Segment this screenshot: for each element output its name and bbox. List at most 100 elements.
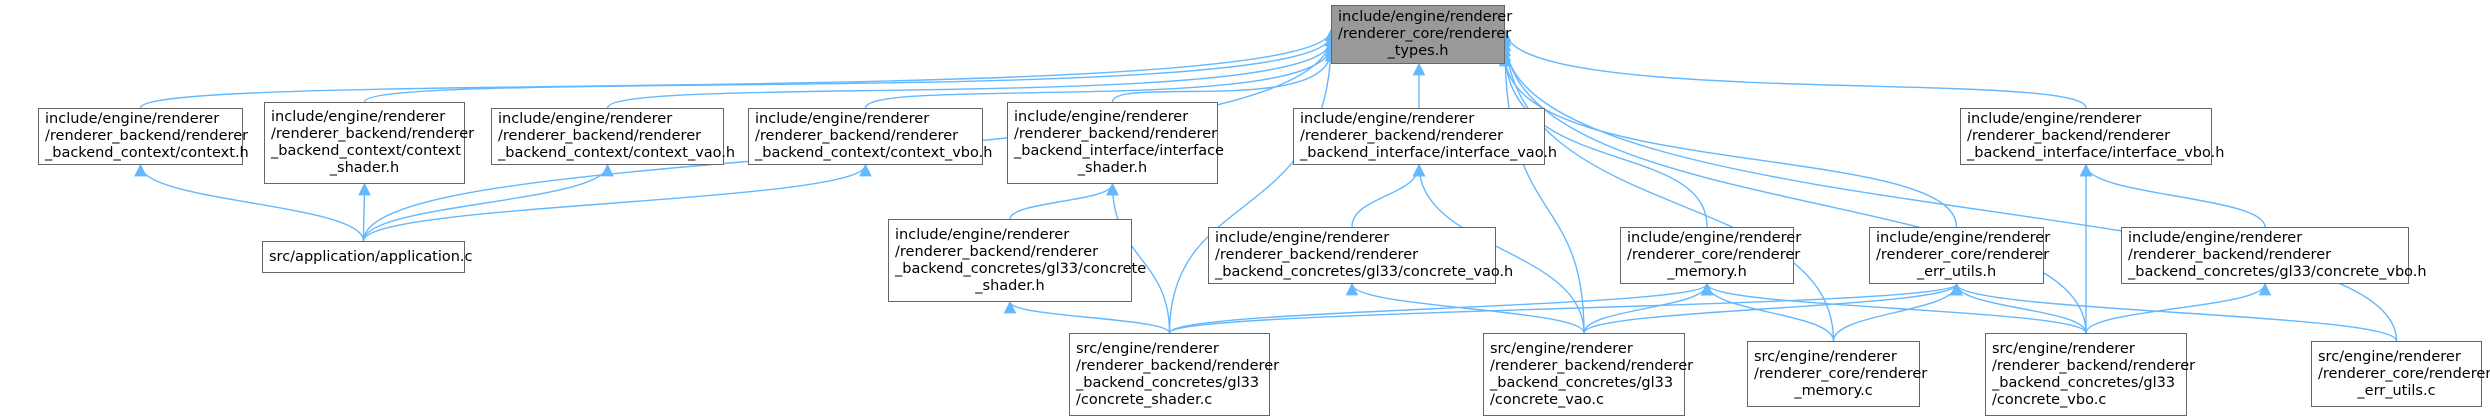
- node-label-line: /renderer_backend/renderer: [1076, 357, 1280, 374]
- node-label-line: /renderer_backend/renderer: [1490, 357, 1694, 374]
- node-label-line: /renderer_backend/renderer: [895, 243, 1099, 260]
- dependency-edge: [1700, 282, 2087, 334]
- node-label-line: /renderer_backend/renderer: [271, 126, 475, 142]
- node-label-line: _shader.h: [975, 277, 1045, 294]
- node-interface-vbo-h[interactable]: include/engine/renderer/renderer_backend…: [1960, 108, 2225, 165]
- node-label-line: include/engine/renderer: [1300, 111, 1475, 127]
- node-label-line: src/engine/renderer: [1490, 340, 1633, 357]
- node-err-utils-c[interactable]: src/engine/renderer/renderer_core/render…: [2311, 341, 2490, 407]
- dependency-edge: [1168, 282, 1963, 334]
- node-label-line: include/engine/renderer: [1215, 230, 1390, 246]
- node-label-line: include/engine/renderer: [1014, 109, 1189, 125]
- dependency-edge: [362, 163, 872, 242]
- node-label-line: _backend_concretes/gl33/concrete: [895, 260, 1147, 277]
- node-label-line: /renderer_core/renderer: [1754, 365, 1928, 382]
- dependency-edge: [1009, 182, 1119, 220]
- node-label-line: /renderer_core/renderer: [1876, 247, 2050, 263]
- dependency-edge: [1498, 28, 2087, 109]
- dependency-edge: [1498, 33, 2087, 334]
- node-concrete-shader-h[interactable]: include/engine/renderer/renderer_backend…: [888, 219, 1147, 302]
- node-memory-h[interactable]: include/engine/renderer/renderer_core/re…: [1620, 227, 1801, 284]
- dependency-edge: [1351, 163, 1426, 228]
- node-label-line: /renderer_backend/renderer: [1300, 128, 1504, 144]
- dependency-edge: [2079, 163, 2266, 228]
- node-label-line: /renderer_backend/renderer: [1215, 247, 1419, 263]
- dependency-edge: [606, 38, 1338, 109]
- dependency-edge: [1168, 282, 1714, 334]
- node-label-line: src/application/application.c: [269, 248, 473, 265]
- node-label-line: include/engine/renderer: [755, 111, 930, 127]
- node-label-line: include/engine/renderer: [895, 226, 1070, 243]
- node-concrete-vao-h[interactable]: include/engine/renderer/renderer_backend…: [1208, 227, 1514, 284]
- node-label-line: _backend_context/context_vao.h: [498, 145, 736, 161]
- node-label-line: _backend_interface/interface_vao.h: [1300, 145, 1558, 161]
- node-memory-c[interactable]: src/engine/renderer/renderer_core/render…: [1747, 341, 1928, 407]
- node-label-line: /renderer_backend/renderer: [2128, 247, 2332, 263]
- node-label-line: /renderer_backend/renderer: [45, 128, 249, 144]
- dependency-edge: [363, 33, 1338, 103]
- node-label-line: _err_utils.h: [1916, 264, 1997, 280]
- node-label-line: _backend_concretes/gl33/concrete_vbo.h: [2128, 264, 2427, 280]
- node-label-line: /renderer_core/renderer: [1627, 247, 1801, 263]
- node-label-line: _err_utils.c: [2357, 382, 2436, 399]
- node-err-utils-h[interactable]: include/engine/renderer/renderer_core/re…: [1869, 227, 2051, 284]
- node-interface-shader-h[interactable]: include/engine/renderer/renderer_backend…: [1007, 102, 1224, 184]
- node-label-line: _backend_concretes/gl33: [1992, 374, 2176, 391]
- node-label-line: _backend_concretes/gl33: [1076, 374, 1260, 391]
- node-label-line: include/engine/renderer: [271, 109, 446, 125]
- node-label-line: _backend_context/context_vbo.h: [755, 145, 993, 161]
- node-label-line: /renderer_core/renderer: [2318, 365, 2490, 382]
- dependency-edge: [139, 28, 1338, 109]
- node-concrete-vbo-h[interactable]: include/engine/renderer/renderer_backend…: [2121, 227, 2427, 284]
- node-context-vao-h[interactable]: include/engine/renderer/renderer_backend…: [491, 108, 736, 165]
- node-label-line: _shader.h: [1077, 160, 1148, 176]
- node-label-line: _backend_interface/interface: [1014, 143, 1224, 159]
- node-label-line: /renderer_backend/renderer: [1967, 128, 2171, 144]
- node-label-line: include/engine/renderer: [1876, 230, 2051, 246]
- dependency-edge: [1498, 48, 1708, 228]
- node-context-vbo-h[interactable]: include/engine/renderer/renderer_backend…: [748, 108, 993, 165]
- node-root[interactable]: include/engine/renderer/renderer_core/re…: [1331, 5, 1513, 64]
- node-concrete-vbo-c[interactable]: src/engine/renderer/renderer_backend/ren…: [1985, 333, 2196, 416]
- node-label-line: /renderer_backend/renderer: [1992, 357, 2196, 374]
- node-label-line: _backend_concretes/gl33: [1490, 374, 1674, 391]
- dependency-edge: [1498, 28, 1835, 342]
- node-label-line: /concrete_vao.c: [1490, 391, 1604, 408]
- node-interface-vao-h[interactable]: include/engine/renderer/renderer_backend…: [1293, 108, 1558, 165]
- node-label-line: _memory.c: [1794, 382, 1873, 399]
- node-context-shader-h[interactable]: include/engine/renderer/renderer_backend…: [264, 102, 475, 184]
- node-label-line: _backend_concretes/gl33/concrete_vao.h: [1215, 264, 1514, 280]
- dependency-edge: [864, 43, 1338, 109]
- node-label-line: /renderer_core/renderer: [1338, 26, 1512, 42]
- dependency-edge: [1950, 282, 2087, 334]
- node-label-line: _backend_context/context.h: [45, 145, 249, 161]
- node-label-line: _types.h: [1387, 43, 1449, 59]
- node-label-line: _memory.h: [1667, 264, 1747, 280]
- dependency-edge: [362, 163, 614, 242]
- node-context-h[interactable]: include/engine/renderer/renderer_backend…: [38, 108, 249, 165]
- node-label-line: /renderer_backend/renderer: [755, 128, 959, 144]
- node-application-c[interactable]: src/application/application.c: [262, 241, 473, 273]
- node-label-line: src/engine/renderer: [1992, 340, 2135, 357]
- node-concrete-vao-c[interactable]: src/engine/renderer/renderer_backend/ren…: [1483, 333, 1694, 416]
- dependency-edge: [1106, 182, 1171, 334]
- dependency-edge: [1003, 300, 1171, 334]
- dependency-edge: [1412, 163, 1585, 334]
- node-label-line: src/engine/renderer: [2318, 348, 2461, 365]
- dependency-edge: [1498, 38, 2398, 342]
- dependency-edge: [1111, 48, 1338, 103]
- dependency-edge: [2085, 282, 2272, 334]
- node-label-line: include/engine/renderer: [1338, 9, 1513, 25]
- node-label-line: src/engine/renderer: [1754, 348, 1897, 365]
- node-label-line: src/engine/renderer: [1076, 340, 1219, 357]
- node-label-line: /renderer_backend/renderer: [498, 128, 702, 144]
- dependency-edge: [1583, 282, 1963, 334]
- dependency-edge: [358, 182, 371, 242]
- node-label-line: /renderer_backend/renderer: [1014, 126, 1218, 142]
- node-label-line: include/engine/renderer: [45, 111, 220, 127]
- node-label-line: _backend_interface/interface_vbo.h: [1967, 145, 2225, 161]
- node-concrete-shader-c[interactable]: src/engine/renderer/renderer_backend/ren…: [1069, 333, 1280, 416]
- node-label-line: include/engine/renderer: [498, 111, 673, 127]
- dependency-edge: [134, 163, 365, 242]
- node-label-line: _backend_context/context: [271, 143, 461, 159]
